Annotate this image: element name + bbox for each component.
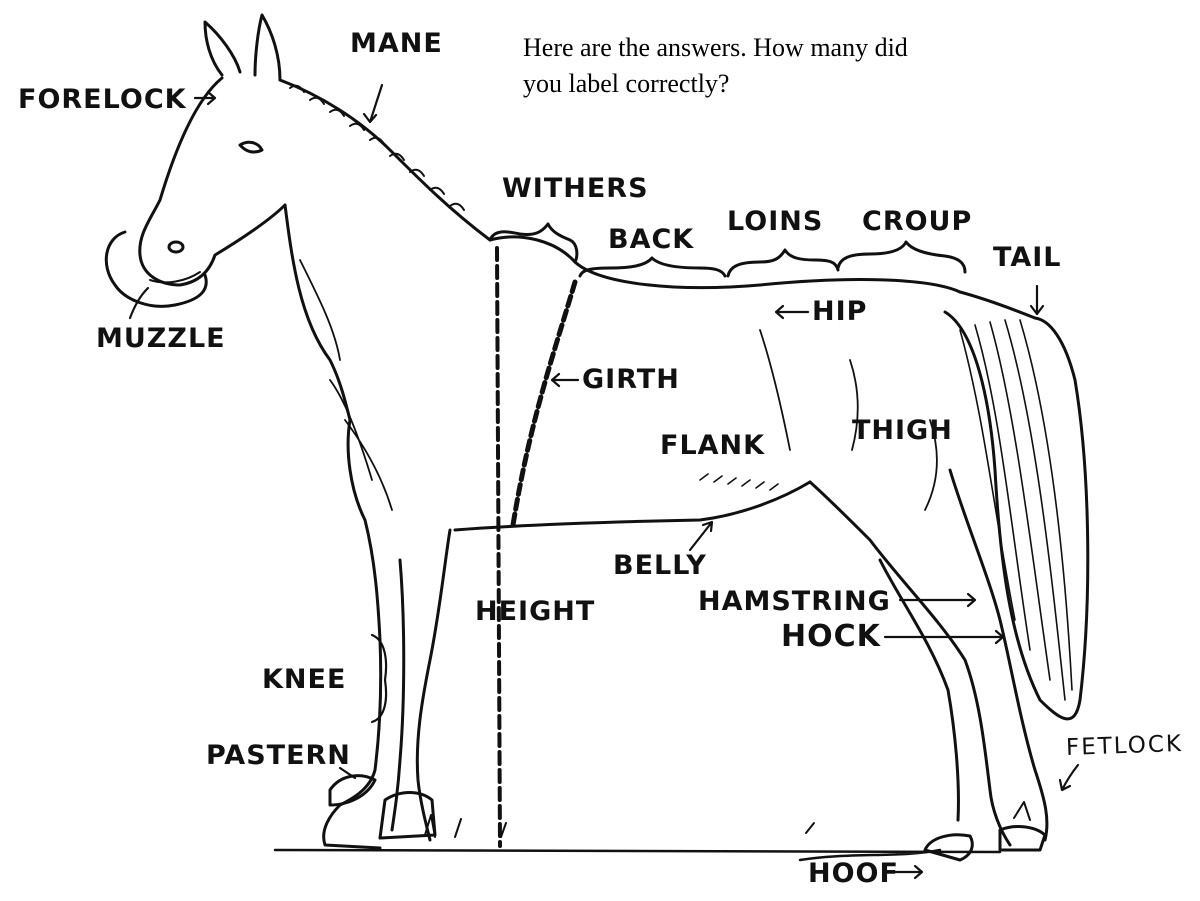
rump-outline	[960, 292, 1035, 318]
tail-outline	[945, 312, 1088, 719]
belly-line	[455, 482, 810, 530]
head-outline	[140, 78, 285, 285]
mane-crest	[280, 80, 490, 240]
label-forelock: FORELOCK	[18, 84, 187, 115]
label-hoof: HOOF	[808, 858, 899, 889]
note-line-1: Here are the answers. How many did	[523, 33, 908, 62]
label-thigh: THIGH	[852, 415, 953, 446]
thigh-shading	[760, 330, 937, 510]
label-knee: KNEE	[262, 664, 347, 695]
front-leg-near-back	[417, 530, 450, 840]
loins-brace	[728, 250, 838, 276]
muzzle-outline	[106, 232, 206, 306]
pastern-arrow	[340, 768, 355, 778]
hind-hoof-2	[1000, 827, 1045, 850]
ear-left	[205, 22, 240, 75]
label-flank: FLANK	[660, 430, 766, 461]
hind-leg-back	[950, 470, 1047, 840]
flank-shading	[700, 474, 778, 490]
label-belly: BELLY	[613, 550, 707, 581]
back-brace	[580, 258, 725, 276]
tail-arrow	[1031, 286, 1043, 314]
front-hoof	[330, 776, 375, 805]
label-hock: HOCK	[781, 619, 881, 654]
label-height: HEIGHT	[475, 596, 596, 627]
hind-leg-near	[810, 482, 1010, 845]
withers-brace	[490, 224, 577, 262]
mouth-line	[150, 272, 200, 282]
muzzle-arrow	[130, 288, 148, 318]
neck-front	[285, 205, 350, 420]
girth-arrow	[552, 374, 578, 386]
ground-line	[275, 850, 1000, 860]
grass-tufts	[425, 802, 1030, 837]
nostril	[169, 242, 183, 252]
ear-right	[255, 15, 280, 80]
label-withers: WITHERS	[502, 173, 649, 204]
label-hamstring: HAMSTRING	[698, 586, 891, 617]
label-pastern: PASTERN	[206, 740, 351, 771]
fetlock-arrow	[1060, 765, 1078, 790]
front-hoof-2	[380, 793, 435, 839]
mane-arrow	[364, 85, 382, 122]
hock-arrow	[885, 631, 1003, 643]
label-tail: TAIL	[993, 242, 1062, 273]
instruction-note: Here are the answers. How many did you l…	[523, 30, 1023, 102]
label-back: BACK	[608, 224, 695, 255]
hind-hoof	[925, 835, 972, 860]
girth-line	[513, 282, 575, 525]
height-line	[497, 248, 500, 846]
hoof-arrow	[895, 866, 922, 878]
label-loins: LOINS	[727, 206, 824, 237]
mane-braids	[290, 86, 464, 210]
note-line-2: you label correctly?	[523, 69, 730, 98]
belly-arrow	[690, 522, 712, 550]
label-girth: GIRTH	[582, 364, 680, 395]
front-leg-far	[392, 560, 404, 830]
croup-brace	[838, 242, 965, 272]
eye	[240, 142, 262, 152]
label-hip: HIP	[812, 296, 868, 327]
label-mane: MANE	[350, 28, 443, 59]
label-muzzle: MUZZLE	[96, 323, 226, 354]
knee-brace	[372, 635, 386, 722]
label-fetlock: FETLOCK	[1065, 730, 1184, 762]
shoulder-shading	[300, 260, 392, 510]
hamstring-arrow	[900, 594, 975, 606]
tail-strands	[960, 320, 1072, 700]
back-line	[490, 237, 960, 292]
label-croup: CROUP	[862, 206, 973, 237]
forelock-arrow	[195, 92, 215, 104]
hip-arrow	[776, 306, 808, 318]
hind-leg-far	[880, 560, 958, 820]
